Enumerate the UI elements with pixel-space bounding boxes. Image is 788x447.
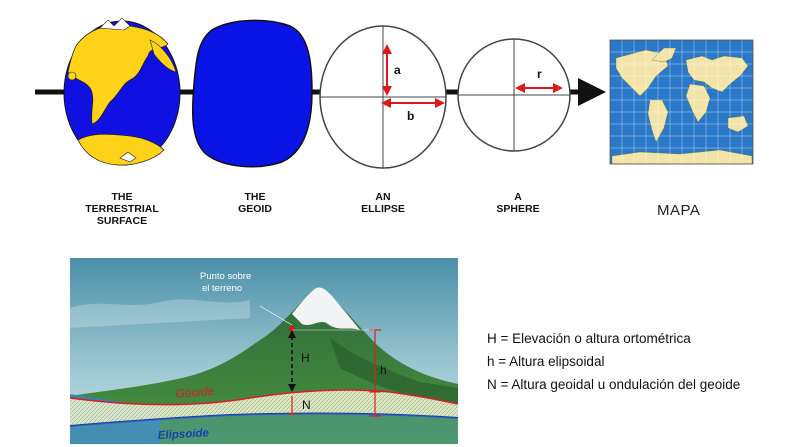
ellipsoidal-height-bar	[292, 329, 381, 417]
terrestrial-surface-label: THE TERRESTRIAL SURFACE	[85, 191, 159, 227]
model-progression-diagram: a b r	[35, 17, 754, 169]
geoid-shape	[191, 19, 313, 168]
sphere-model	[457, 38, 571, 152]
terrain-point-marker	[289, 326, 295, 332]
orthometric-height-label: H	[301, 351, 310, 365]
lower-sea	[70, 413, 458, 444]
ellipse-model	[319, 25, 447, 169]
height-cross-section: Punto sobre el terreno H h N Geoide Elip…	[70, 258, 458, 444]
mountain-shading	[330, 338, 458, 408]
ellipsoidal-height-label: h	[380, 363, 387, 377]
ellipsoid-surface-label: Elipsoide	[158, 427, 210, 442]
semi-minor-axis-arrow	[381, 98, 445, 108]
geoid-label: THE GEOID	[238, 191, 272, 215]
terrain-point-label: Punto sobre el terreno	[200, 271, 254, 294]
legend-orthometric-height: H = Elevación o altura ortométrica	[487, 331, 691, 346]
world-map	[609, 39, 754, 165]
orthometric-height-arrow	[288, 330, 296, 392]
geoid-undulation-bar	[288, 396, 296, 415]
terrain-point-label-line1: Punto sobre	[200, 271, 251, 282]
point-callout-line	[259, 305, 293, 326]
sphere-label: A SPHERE	[496, 191, 540, 215]
height-definitions-legend: H = Elevación o altura ortométrica h = A…	[487, 327, 740, 396]
terrain-point-label-line2: el terreno	[202, 283, 242, 294]
map-label: MAPA	[657, 202, 701, 219]
legend-geoid-undulation: N = Altura geoidal u ondulación del geoi…	[487, 377, 741, 392]
geoid-ellipsoid-gap	[70, 390, 458, 426]
terrestrial-surface-globe	[63, 17, 181, 166]
clouds	[70, 299, 250, 328]
semi-major-axis-label: a	[394, 63, 401, 77]
semi-minor-axis-label: b	[407, 109, 414, 123]
progression-arrowhead	[578, 78, 606, 106]
legend-ellipsoidal-height: h = Altura elipsoidal	[487, 354, 605, 369]
mountain-snow-cap	[292, 287, 360, 330]
ellipse-label: AN ELLIPSE	[361, 191, 405, 215]
geoid-line	[70, 389, 458, 406]
sphere-radius-label: r	[537, 67, 542, 81]
geoid-undulation-label: N	[302, 398, 311, 412]
geoid-surface-label: Geoide	[175, 384, 215, 401]
ellipsoid-line	[70, 412, 458, 427]
semi-major-axis-arrow	[382, 44, 392, 96]
sphere-radius-arrow	[515, 83, 563, 93]
